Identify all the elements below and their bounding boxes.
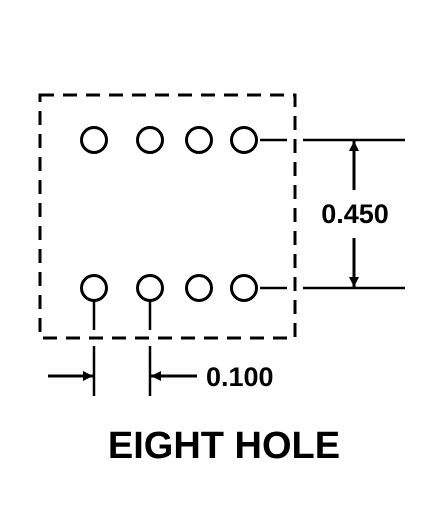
- vertical-dimension-label: 0.450: [321, 199, 389, 229]
- hole-bottom-2: [136, 274, 164, 302]
- hole-bottom-3: [185, 274, 213, 302]
- hole-top-4: [230, 126, 258, 154]
- hole-top-1: [80, 126, 108, 154]
- hole-top-2: [136, 126, 164, 154]
- hole-top-3: [185, 126, 213, 154]
- hole-bottom-4: [230, 274, 258, 302]
- hole-row-top: [80, 126, 258, 154]
- dashed-outline: [38, 93, 297, 340]
- diagram-title: EIGHT HOLE: [108, 425, 340, 467]
- hole-bottom-1: [80, 274, 108, 302]
- hole-row-bottom: [80, 274, 258, 302]
- horizontal-dimension-label: 0.100: [206, 362, 274, 392]
- hole-spacing-extension-lines: [92, 301, 152, 396]
- centerline-extensions: [260, 138, 405, 290]
